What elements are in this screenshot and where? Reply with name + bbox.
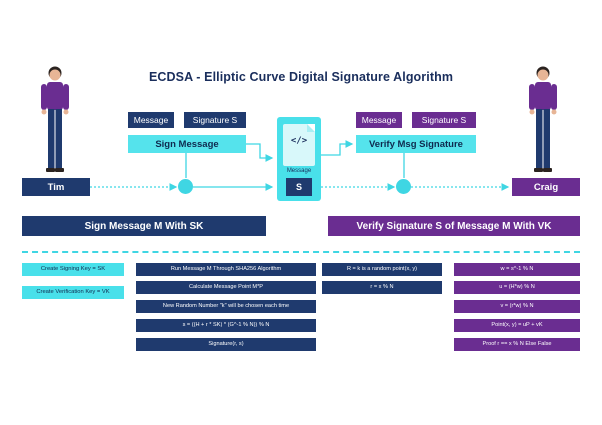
verify-input-signature: Signature S bbox=[412, 112, 476, 128]
receiver-label: Craig bbox=[512, 178, 580, 196]
verify-signature-step: Verify Msg Signature bbox=[356, 135, 476, 153]
key-step: Create Signing Key = SK bbox=[22, 263, 124, 276]
random-point-step: r = x % N bbox=[322, 281, 442, 294]
sign-step: Run Message M Through SHA256 Algorithm bbox=[136, 263, 316, 276]
page-fold bbox=[307, 124, 315, 132]
code-symbol: </> bbox=[290, 136, 308, 146]
verify-step: v = (r*w) % N bbox=[454, 300, 580, 313]
verify-input-message: Message bbox=[356, 112, 402, 128]
sign-step: Signature(r, s) bbox=[136, 338, 316, 351]
sign-input-signature: Signature S bbox=[184, 112, 246, 128]
section-divider bbox=[22, 251, 580, 253]
verify-summary-bar: Verify Signature S of Message M With VK bbox=[328, 216, 580, 236]
flow-node-icon bbox=[396, 179, 411, 194]
verify-step: u = (H*w) % N bbox=[454, 281, 580, 294]
verify-step: Proof r == x % N Else False bbox=[454, 338, 580, 351]
person-icon bbox=[41, 66, 69, 172]
sign-message-step: Sign Message bbox=[128, 135, 246, 153]
sender-label: Tim bbox=[22, 178, 90, 196]
page-title: ECDSA - Elliptic Curve Digital Signature… bbox=[148, 70, 454, 84]
document-label: Message bbox=[286, 168, 312, 174]
key-step: Create Verification Key = VK bbox=[22, 286, 124, 299]
sign-step: s = ((H + r * SK) * (G^-1 % N)) % N bbox=[136, 319, 316, 332]
verify-step: Point(x, y) = uP + vK bbox=[454, 319, 580, 332]
random-point-step: R = k is a random point(x, y) bbox=[322, 263, 442, 276]
sign-step: Calculate Message Point M*P bbox=[136, 281, 316, 294]
document-signature: S bbox=[286, 178, 312, 196]
sign-step: New Random Number "k" will be chosen eac… bbox=[136, 300, 316, 313]
sign-input-message: Message bbox=[128, 112, 174, 128]
flow-node-icon bbox=[178, 179, 193, 194]
person-icon bbox=[529, 66, 557, 172]
verify-step: w = s^-1 % N bbox=[454, 263, 580, 276]
sign-summary-bar: Sign Message M With SK bbox=[22, 216, 266, 236]
